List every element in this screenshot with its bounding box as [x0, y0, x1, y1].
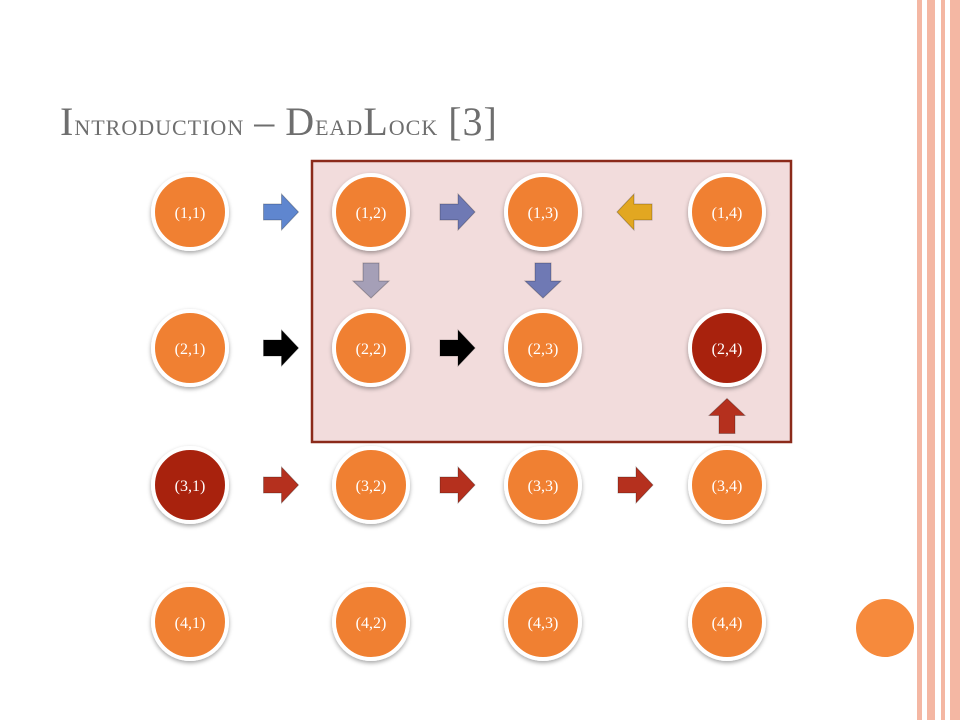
node-label: (2,3) [528, 341, 559, 358]
node-4-4: (4,4) [688, 583, 766, 661]
node-label: (2,1) [175, 341, 206, 358]
decorative-circle [856, 599, 914, 657]
node-circle [504, 173, 582, 251]
node-2-4: (2,4) [688, 309, 766, 387]
slide-title: Introduction – DeadLock [3] [60, 98, 498, 145]
node-label: (4,1) [175, 615, 206, 632]
node-label: (4,2) [356, 615, 387, 632]
node-label: (4,3) [528, 615, 559, 632]
node-circle [688, 309, 766, 387]
arrow-n13-to-n23 [523, 262, 563, 299]
node-3-2: (3,2) [332, 446, 410, 524]
node-1-2: (1,2) [332, 173, 410, 251]
node-label: (4,4) [712, 615, 743, 632]
arrow-n14-to-n13 [616, 192, 653, 232]
node-1-3: (1,3) [504, 173, 582, 251]
node-circle [151, 583, 229, 661]
edge-stripe [941, 0, 945, 720]
node-label: (2,2) [356, 341, 387, 358]
node-circle [504, 583, 582, 661]
node-4-1: (4,1) [151, 583, 229, 661]
node-circle [151, 173, 229, 251]
node-circle [688, 583, 766, 661]
node-2-2: (2,2) [332, 309, 410, 387]
node-1-4: (1,4) [688, 173, 766, 251]
node-4-2: (4,2) [332, 583, 410, 661]
node-label: (1,1) [175, 205, 206, 222]
node-2-1: (2,1) [151, 309, 229, 387]
node-4-3: (4,3) [504, 583, 582, 661]
node-label: (1,4) [712, 205, 743, 222]
node-3-3: (3,3) [504, 446, 582, 524]
node-label: (3,2) [356, 478, 387, 495]
node-circle [332, 446, 410, 524]
node-2-3: (2,3) [504, 309, 582, 387]
node-circle [151, 446, 229, 524]
node-circle [688, 173, 766, 251]
arrow-n12-to-n22 [351, 262, 391, 299]
node-circle [504, 309, 582, 387]
node-circle [332, 309, 410, 387]
node-label: (3,1) [175, 478, 206, 495]
arrow-n11-to-n12 [263, 192, 300, 232]
arrow-n12-to-n13 [439, 192, 476, 232]
node-circle [688, 446, 766, 524]
node-circle [332, 173, 410, 251]
node-label: (3,3) [528, 478, 559, 495]
arrow-n32-to-n33 [439, 465, 476, 505]
node-circle [332, 583, 410, 661]
node-label: (2,4) [712, 341, 743, 358]
node-circle [151, 309, 229, 387]
node-label: (3,4) [712, 478, 743, 495]
arrow-n33-to-n34 [617, 465, 654, 505]
edge-stripe [927, 0, 935, 720]
node-1-1: (1,1) [151, 173, 229, 251]
edge-stripe [917, 0, 922, 720]
node-label: (1,3) [528, 205, 559, 222]
arrow-n22-to-n23 [439, 328, 476, 368]
node-circle [504, 446, 582, 524]
edge-stripe [950, 0, 960, 720]
node-3-4: (3,4) [688, 446, 766, 524]
node-label: (1,2) [356, 205, 387, 222]
arrow-n34-to-n24 [707, 397, 747, 434]
node-3-1: (3,1) [151, 446, 229, 524]
slide-title-text: Introduction – DeadLock [3] [60, 99, 498, 144]
arrow-n21-to-n22 [263, 328, 300, 368]
arrow-n31-to-n32 [263, 465, 300, 505]
